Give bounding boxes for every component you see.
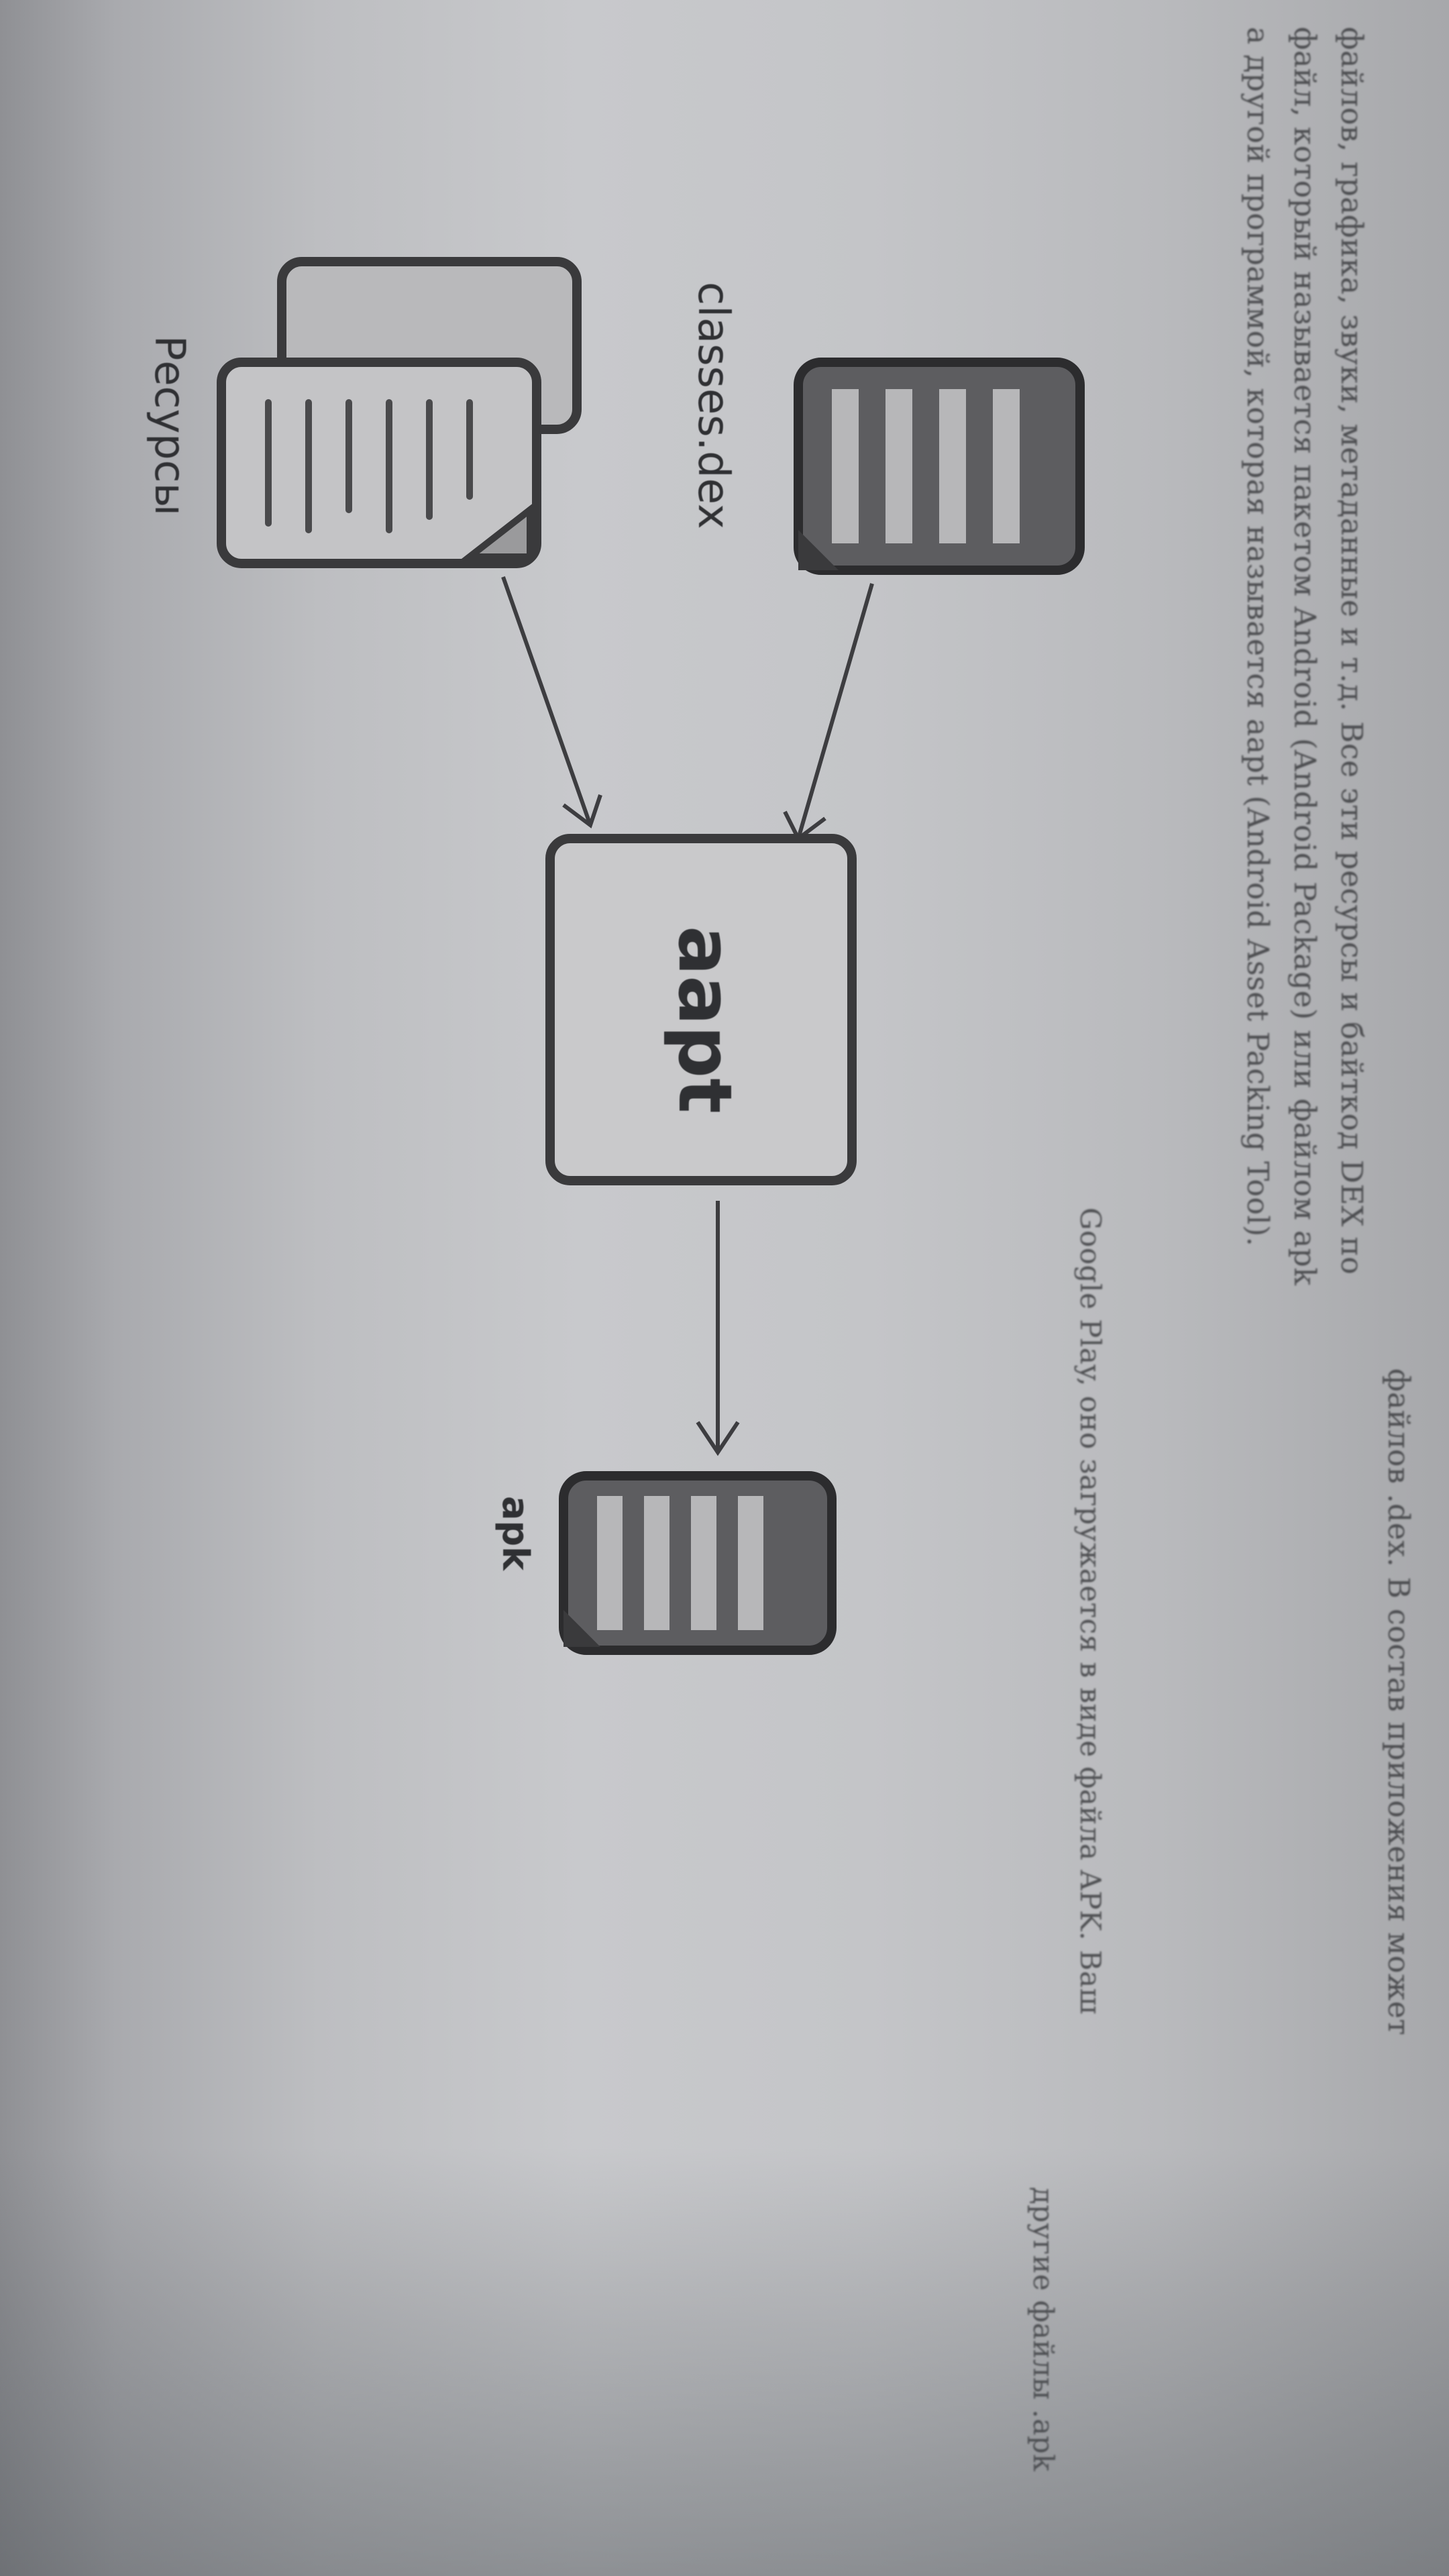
apk-text-bars <box>597 1496 763 1630</box>
aapt-box <box>545 834 857 1185</box>
input-arrows <box>501 576 874 842</box>
output-arrow <box>696 1201 740 1456</box>
classes-dex-label: classes.dex <box>688 282 738 529</box>
aapt-label: aapt <box>662 926 748 1114</box>
resources-front-sheet <box>217 358 541 568</box>
resources-label: Ресурсы <box>146 335 195 516</box>
classes-dex-text-bars <box>832 389 1020 543</box>
resources-page-fold-icon <box>460 502 533 560</box>
apk-label: apk <box>494 1496 537 1571</box>
resources-text-lines <box>265 399 473 533</box>
